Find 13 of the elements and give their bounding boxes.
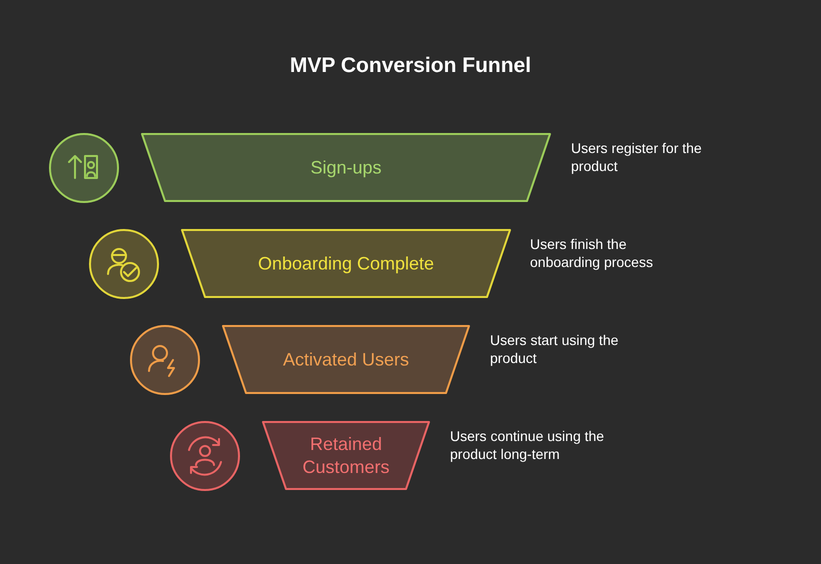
- funnel-stage: [180, 228, 512, 299]
- stage-description: Users finish the onboarding process: [530, 235, 654, 271]
- stage-label: Activated Users: [282, 348, 410, 371]
- diagram-title: MVP Conversion Funnel: [288, 54, 532, 78]
- funnel-stage: [221, 324, 471, 395]
- stage-label: Retained Customers: [301, 432, 391, 478]
- funnel-stage: [261, 420, 431, 491]
- stage-label: Sign-ups: [309, 156, 383, 179]
- stage-description: Users continue using the product long-term: [450, 427, 606, 463]
- stage-description: Users start using the product: [490, 331, 620, 367]
- stage-description: Users register for the product: [571, 139, 703, 175]
- funnel-stage: [140, 132, 552, 203]
- stage-label: Onboarding Complete: [256, 252, 436, 275]
